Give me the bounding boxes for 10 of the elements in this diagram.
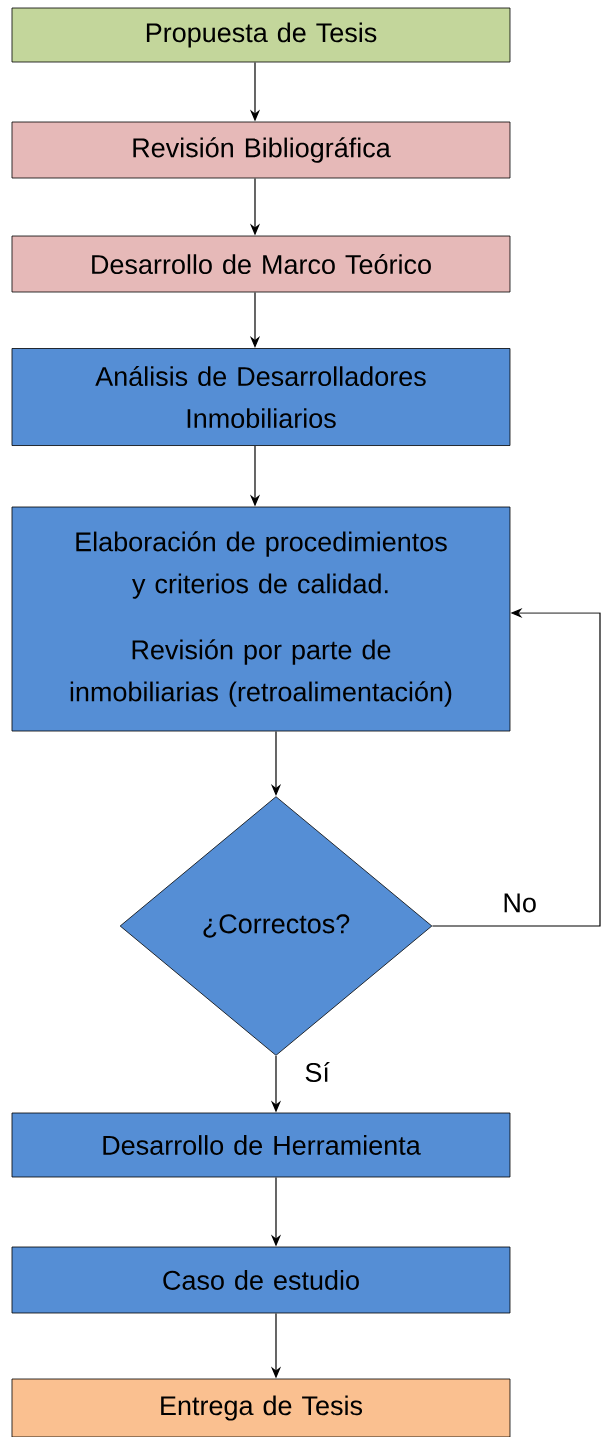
process-box: Desarrollo de Herramienta <box>11 1112 511 1178</box>
process-box: Propuesta de Tesis <box>11 7 511 63</box>
edge-label: No <box>504 893 536 913</box>
process-box: Análisis de Desarrolladores Inmobiliarios <box>11 348 511 446</box>
process-box: Desarrollo de Marco Teórico <box>11 235 511 293</box>
edge-label: Sí <box>305 1061 330 1083</box>
process-box: Entrega de Tesis <box>11 1378 511 1437</box>
process-box: Caso de estudio <box>11 1246 511 1314</box>
process-box: Elaboración de procedimientos y criterios de calidad. Revisión por parte de inmobiliarias (retroalimentación) <box>11 506 511 732</box>
process-box: Revisión Bibliográfica <box>11 121 511 179</box>
